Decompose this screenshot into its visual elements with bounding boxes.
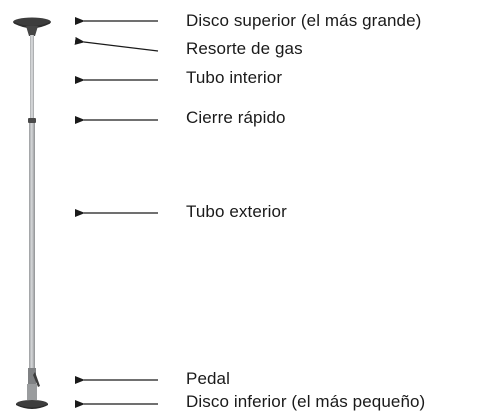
pedal-shape [28,368,40,387]
quick-lock-shape [28,118,36,123]
label-inner-tube: Tubo interior [186,68,283,87]
label-bottom-disc: Disco inferior (el más pequeño) [186,392,426,411]
label-quick-lock: Cierre rápido [186,108,286,127]
label-outer-tube: Tubo exterior [186,202,287,221]
arrow-gas-spring [74,36,159,52]
label-top-disc: Disco superior (el más grande) [186,11,422,30]
top-disc-shape [13,17,51,36]
label-pedal: Pedal [186,369,230,388]
outer-tube-shape [29,123,35,378]
bottom-disc-shape [16,384,48,409]
label-gas-spring: Resorte de gas [186,39,303,58]
callout-arrows [74,17,159,408]
inner-tube-shape [30,35,34,120]
